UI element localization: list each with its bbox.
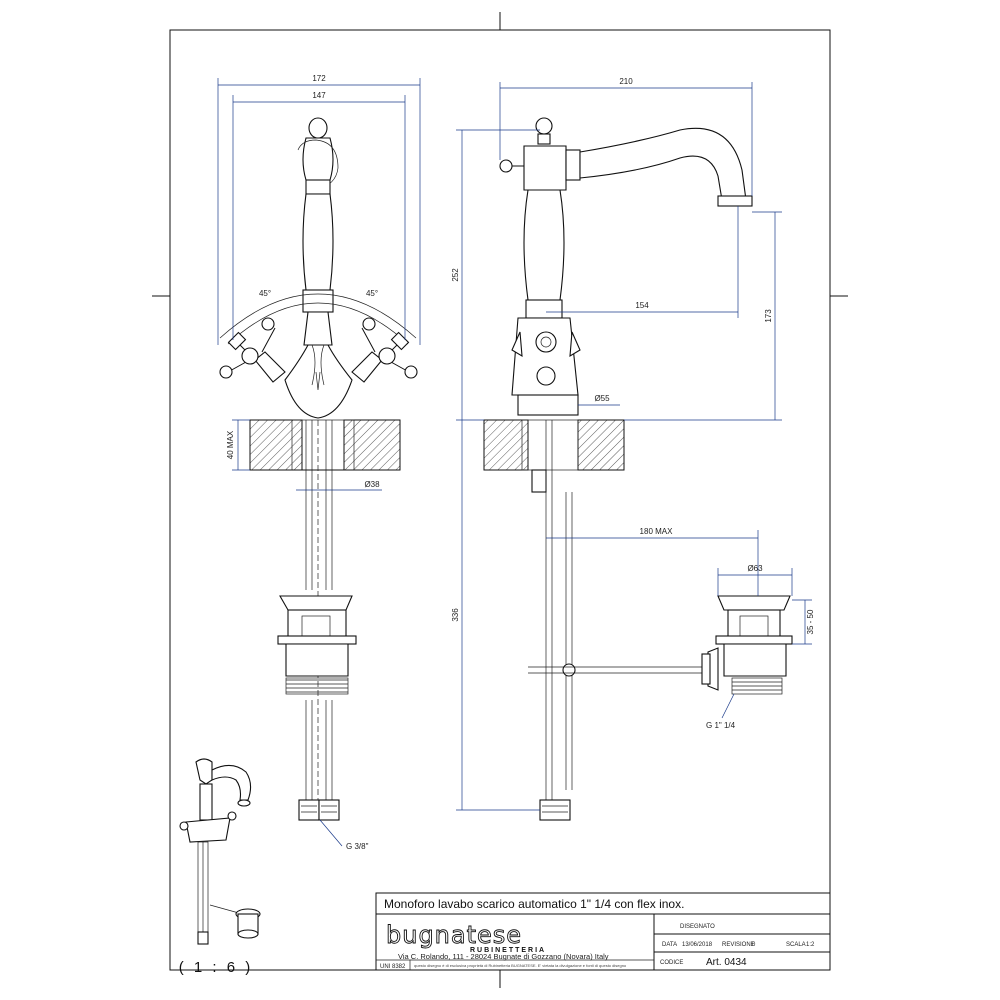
flex-hose-side: [528, 420, 710, 821]
codice-label: CODICE: [660, 960, 683, 966]
left-cross-handle: [219, 317, 286, 383]
front-view: [219, 117, 418, 821]
article-code: Art. 0434: [706, 957, 747, 968]
title-block: Monoforo lavabo scarico automatico 1" 1/…: [375, 892, 831, 971]
scala-label: SCALA: [786, 942, 806, 948]
thumbnail-scale-label: ( 1 : 6 ): [179, 959, 254, 976]
faucet-front-body: [219, 117, 417, 419]
dim-210: 210: [619, 77, 633, 86]
dimension-labels: 172 147 45° 45° 40 MAX Ø38 G 3/8" 210 25…: [226, 74, 815, 851]
revisione-label: REVISIONE: [722, 942, 755, 948]
revisione-value: 0: [752, 942, 756, 948]
dim-172: 172: [312, 74, 326, 83]
dim-252: 252: [451, 268, 460, 282]
dim-g-1-1-4: G 1" 1/4: [706, 721, 736, 730]
side-view: [483, 117, 793, 821]
dim-angle-right: 45°: [366, 289, 378, 298]
brand-logo: bugnatese: [386, 921, 522, 949]
scala-value: 1:2: [806, 942, 815, 948]
pop-up-waste-front: [277, 595, 357, 695]
dimension-lines: [217, 78, 812, 847]
brand-subtitle: RUBINETTERIA: [470, 947, 546, 954]
dim-147: 147: [312, 91, 326, 100]
disegnato-label: DISEGNATO: [680, 924, 715, 930]
dim-40-max: 40 MAX: [226, 430, 235, 459]
flex-hoses-front: [298, 420, 340, 821]
dim-dia-55: Ø55: [594, 394, 610, 403]
standard-code: UNI 8382: [380, 964, 406, 970]
faucet-side-body: [499, 117, 753, 416]
dim-336: 336: [451, 608, 460, 622]
dim-180-max: 180 MAX: [640, 527, 674, 536]
deck-section-front: [249, 419, 401, 471]
dim-dia-38: Ø38: [364, 480, 380, 489]
dim-g-3-8: G 3/8": [346, 842, 369, 851]
dim-angle-left: 45°: [259, 289, 271, 298]
isometric-thumbnail: ( 1 : 6 ): [179, 758, 261, 976]
right-cross-handle: [351, 317, 418, 383]
dim-35-50: 35 - 50: [806, 609, 815, 634]
dim-dia-63: Ø63: [747, 564, 763, 573]
data-label: DATA: [662, 942, 677, 948]
pop-up-waste-side: [701, 595, 793, 695]
dim-154: 154: [635, 301, 649, 310]
title-block-title: Monoforo lavabo scarico automatico 1" 1/…: [384, 897, 684, 911]
data-value: 13/06/2018: [682, 942, 713, 948]
dim-173: 173: [764, 309, 773, 323]
company-address: Via C. Rolando, 111 - 28024 Bugnate di G…: [398, 952, 609, 961]
disclaimer-text: questo disegno è di esclusiva proprietà …: [414, 963, 627, 968]
deck-section-side: [483, 419, 625, 493]
